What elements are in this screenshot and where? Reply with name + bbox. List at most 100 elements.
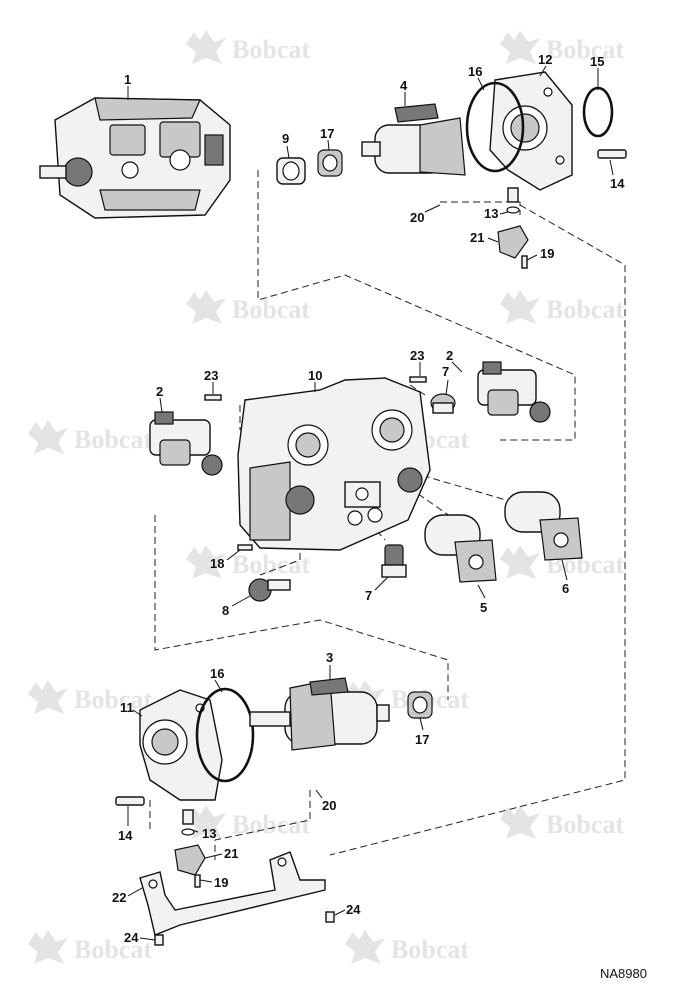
- lower-seal-ring-16: [195, 687, 255, 783]
- callout-2-right: 2: [446, 348, 453, 363]
- callout-12: 12: [538, 52, 552, 67]
- pump-assembly: [39, 97, 231, 219]
- svg-text:Bobcat: Bobcat: [74, 425, 152, 454]
- fitting-8: [248, 578, 291, 602]
- callout-17-lower: 17: [415, 732, 429, 747]
- mounting-plate: [139, 851, 326, 936]
- callout-18: 18: [210, 556, 224, 571]
- upper-bracket: [497, 225, 529, 259]
- svg-text:Bobcat: Bobcat: [546, 295, 624, 324]
- callout-13-upper: 13: [484, 206, 498, 221]
- callout-7-lower: 7: [365, 588, 372, 603]
- callout-19-lower: 19: [214, 875, 228, 890]
- upper-bearing-9: [276, 157, 306, 185]
- callout-24-left: 24: [124, 930, 139, 945]
- callout-11: 11: [120, 700, 134, 715]
- callout-13-lower: 13: [202, 826, 216, 841]
- plate-screw-right: [325, 911, 335, 923]
- callout-6: 6: [562, 581, 569, 596]
- watermark: Bobcat: [186, 290, 310, 324]
- screw-23-left: [204, 394, 222, 401]
- main-pump-body: [237, 377, 431, 551]
- right-solenoid-valve: [477, 361, 551, 423]
- screw-23-right: [409, 376, 427, 383]
- callout-10: 10: [308, 368, 322, 383]
- upper-housing-cover: [489, 71, 573, 191]
- watermark: Bobcat: [28, 680, 152, 714]
- lower-bolt: [115, 796, 145, 806]
- actuator-5: [424, 514, 497, 583]
- svg-text:Bobcat: Bobcat: [232, 550, 310, 579]
- callout-14-lower: 14: [118, 828, 133, 843]
- svg-text:Bobcat: Bobcat: [74, 685, 152, 714]
- assembly-line: [214, 790, 311, 860]
- upper-rotating-group: [361, 103, 466, 176]
- upper-bolt: [597, 149, 627, 159]
- callout-2-left: 2: [156, 384, 163, 399]
- upper-seal-ring-15: [582, 86, 614, 138]
- callouts: 1 4 16 12 15 9 17 14 20 13 21 19 10 2 23…: [112, 52, 625, 945]
- callout-9: 9: [282, 131, 289, 146]
- callout-19-upper: 19: [540, 246, 554, 261]
- lower-bearing-17: [407, 691, 433, 719]
- callout-16-lower: 16: [210, 666, 224, 681]
- callout-7-upper: 7: [442, 364, 449, 379]
- callout-3: 3: [326, 650, 333, 665]
- callout-20-upper: 20: [410, 210, 424, 225]
- watermark: Bobcat: [28, 930, 152, 964]
- upper-fitting: [506, 187, 520, 214]
- assembly-line: [154, 515, 449, 700]
- callout-1: 1: [124, 72, 131, 87]
- callout-14-upper: 14: [610, 176, 625, 191]
- watermark: Bobcat: [186, 805, 310, 839]
- callout-4: 4: [400, 78, 408, 93]
- callout-17-upper: 17: [320, 126, 334, 141]
- callout-22: 22: [112, 890, 126, 905]
- lower-bracket: [174, 844, 206, 876]
- lower-plug: [381, 544, 407, 578]
- lower-housing: [139, 689, 223, 801]
- watermark: Bobcat: [186, 30, 310, 64]
- watermark: Bobcat: [500, 30, 624, 64]
- callout-21-lower: 21: [224, 846, 238, 861]
- leader-lines: [127, 65, 614, 941]
- watermark-layer: Bobcat Bobcat Bobcat Bobcat Bobcat Bobca…: [28, 30, 624, 964]
- callout-15: 15: [590, 54, 604, 69]
- callout-21-upper: 21: [470, 230, 484, 245]
- callout-8: 8: [222, 603, 229, 618]
- callout-20-lower: 20: [322, 798, 336, 813]
- callout-24-right: 24: [346, 902, 361, 917]
- svg-text:Bobcat: Bobcat: [232, 810, 310, 839]
- plate-screw-left: [154, 934, 164, 946]
- svg-text:Bobcat: Bobcat: [74, 935, 152, 964]
- callout-23-right: 23: [410, 348, 424, 363]
- svg-text:Bobcat: Bobcat: [391, 935, 469, 964]
- assembly-line: [257, 170, 576, 441]
- callout-5: 5: [480, 600, 487, 615]
- callout-23-left: 23: [204, 368, 218, 383]
- upper-seal-ring-16: [465, 81, 525, 173]
- lower-rotating-group: [249, 677, 390, 751]
- watermark: Bobcat: [186, 545, 310, 579]
- actuator-6: [504, 491, 583, 561]
- assembly-line: [409, 384, 426, 396]
- left-solenoid-valve: [149, 411, 223, 476]
- pin-18: [237, 544, 253, 551]
- upper-screw: [521, 255, 528, 269]
- watermark: Bobcat: [500, 290, 624, 324]
- upper-bearing-17: [317, 149, 343, 177]
- svg-text:Bobcat: Bobcat: [546, 810, 624, 839]
- svg-text:Bobcat: Bobcat: [546, 35, 624, 64]
- callout-16-upper: 16: [468, 64, 482, 79]
- watermark: Bobcat: [28, 420, 152, 454]
- assembly-line: [329, 204, 626, 856]
- svg-text:Bobcat: Bobcat: [232, 295, 310, 324]
- svg-text:Bobcat: Bobcat: [232, 35, 310, 64]
- drawing-reference: NA8980: [600, 966, 647, 981]
- lower-screw: [194, 874, 201, 888]
- assembly-line: [440, 201, 521, 215]
- watermark: Bobcat: [500, 805, 624, 839]
- watermark: Bobcat: [345, 930, 469, 964]
- upper-plug: [430, 393, 456, 414]
